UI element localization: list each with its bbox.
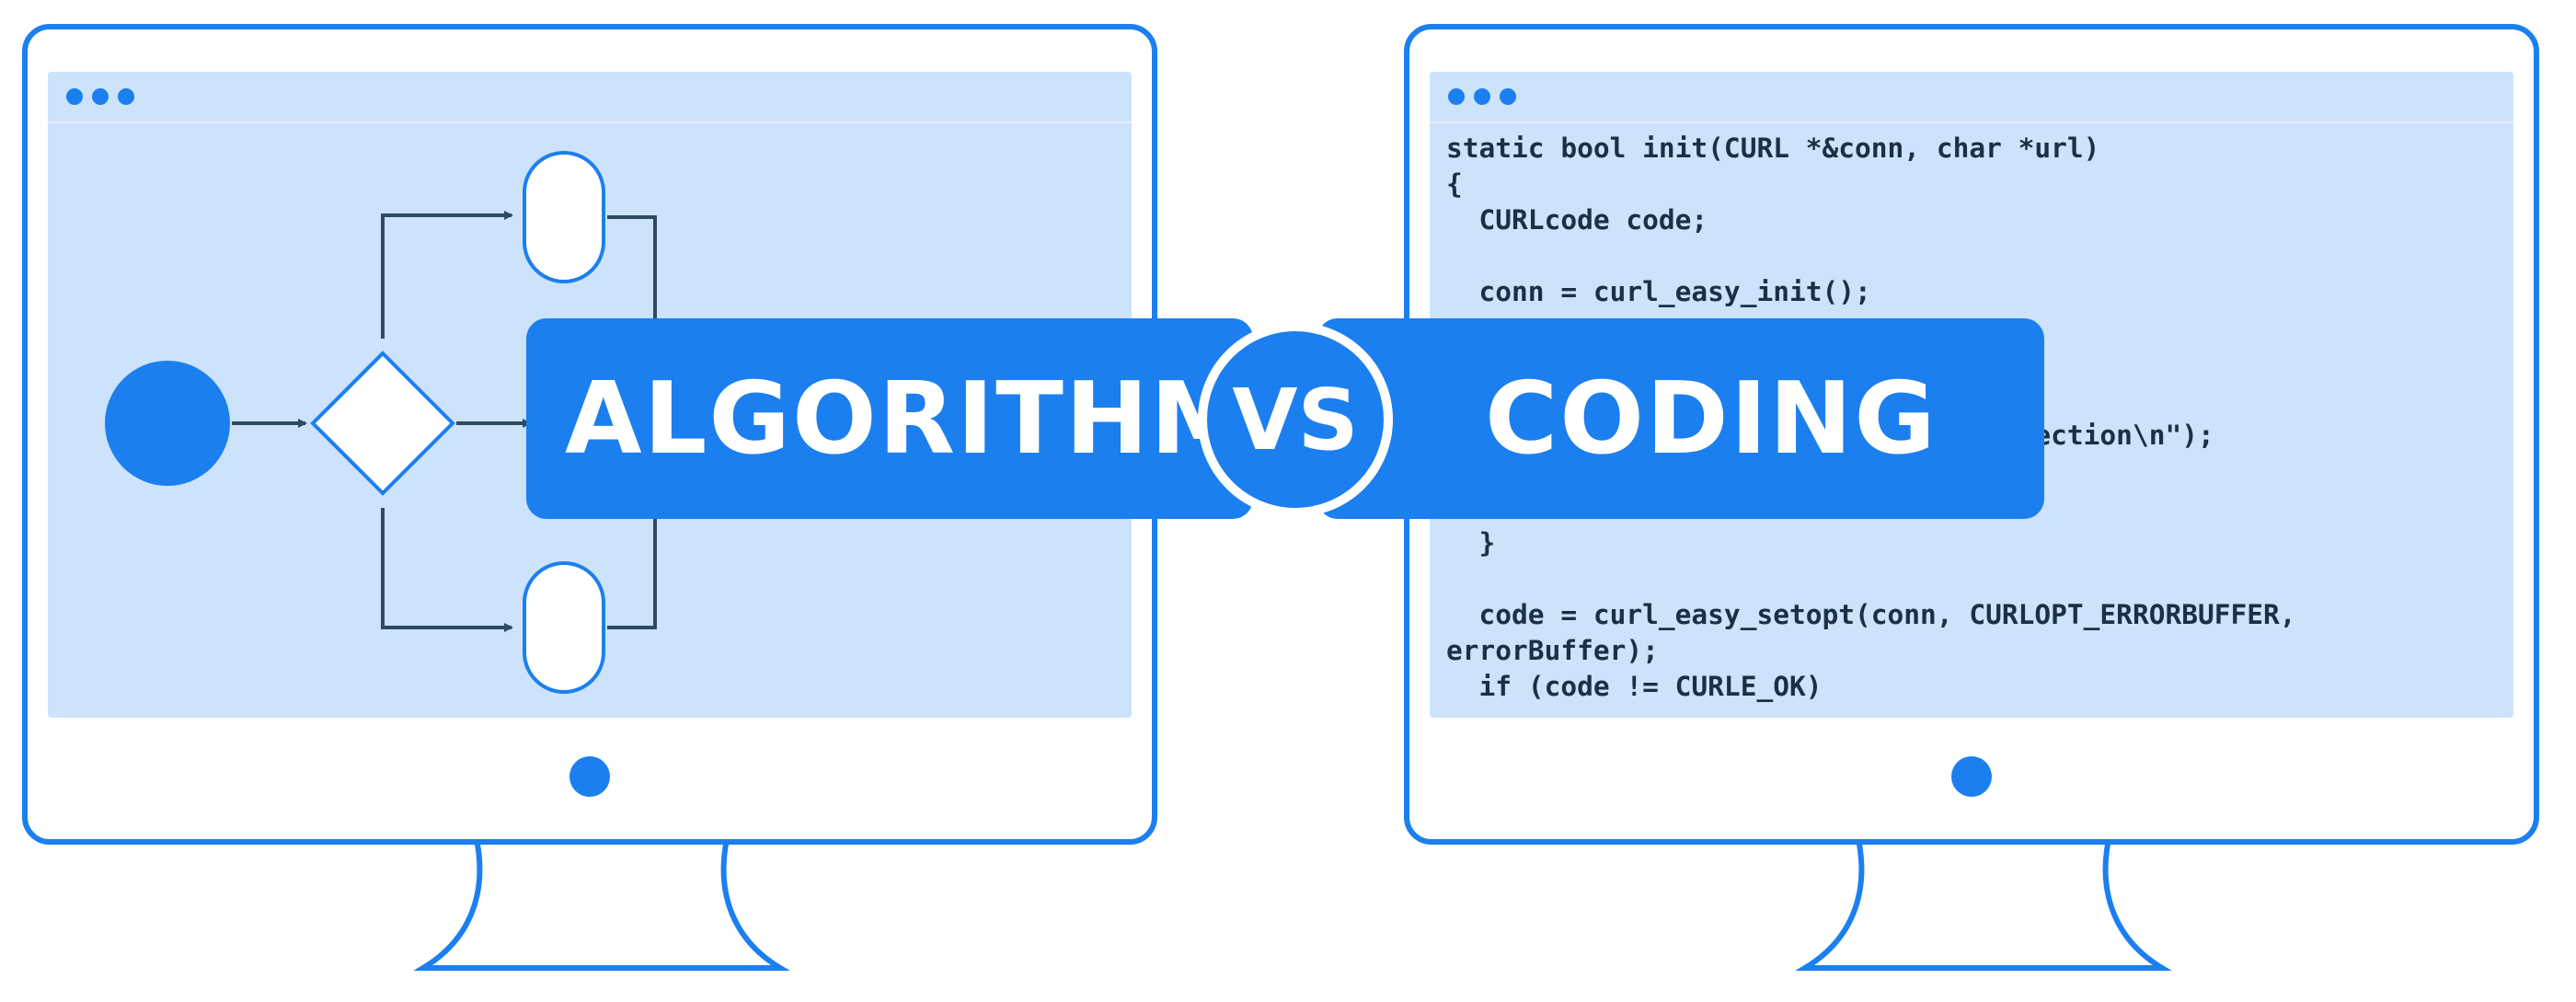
flowchart-arrow bbox=[381, 508, 513, 632]
window-controls bbox=[1448, 88, 1516, 105]
flowchart-decision-node bbox=[310, 351, 455, 496]
flowchart-connector bbox=[607, 504, 657, 629]
flowchart-connector bbox=[607, 215, 657, 348]
flowchart bbox=[105, 151, 657, 694]
flowchart-process-node-bottom bbox=[523, 561, 605, 694]
flowchart-process-node-top bbox=[523, 151, 605, 283]
window-dot bbox=[1448, 88, 1465, 105]
code-line: conn = curl_easy_init(); bbox=[1446, 276, 1871, 307]
flowchart-arrow bbox=[381, 211, 513, 339]
window-dot bbox=[1500, 88, 1516, 105]
code-line: } bbox=[1446, 527, 1496, 559]
banner-algorithm-label: ALGORITHM bbox=[565, 361, 1251, 477]
code-line: { bbox=[1446, 168, 1463, 200]
power-button bbox=[1951, 756, 1992, 797]
code-line: static bool init(CURL *&conn, char *url) bbox=[1446, 132, 2100, 164]
window-dot bbox=[92, 88, 109, 105]
code-line: CURLcode code; bbox=[1446, 204, 1708, 236]
banner-algorithm: ALGORITHM bbox=[526, 318, 1253, 519]
monitor-stand-left bbox=[413, 839, 790, 971]
banner-coding-label: CODING bbox=[1485, 361, 1938, 477]
window-dot bbox=[118, 88, 134, 105]
banner-coding: CODING bbox=[1317, 318, 2044, 519]
window-controls bbox=[66, 88, 134, 105]
monitor-stand-right bbox=[1795, 839, 2172, 971]
code-line: errorBuffer); bbox=[1446, 635, 1659, 666]
flowchart-start-node bbox=[105, 361, 230, 486]
window-dot bbox=[1474, 88, 1490, 105]
code-line: code = curl_easy_setopt(conn, CURLOPT_ER… bbox=[1446, 599, 2296, 630]
window-dot bbox=[66, 88, 83, 105]
power-button bbox=[569, 756, 610, 797]
vs-label: VS bbox=[1232, 370, 1359, 469]
code-line: if (code != CURLE_OK) bbox=[1446, 671, 1823, 702]
window-titlebar bbox=[48, 72, 1132, 123]
window-titlebar bbox=[1430, 72, 2513, 123]
vs-badge: VS bbox=[1198, 322, 1393, 517]
